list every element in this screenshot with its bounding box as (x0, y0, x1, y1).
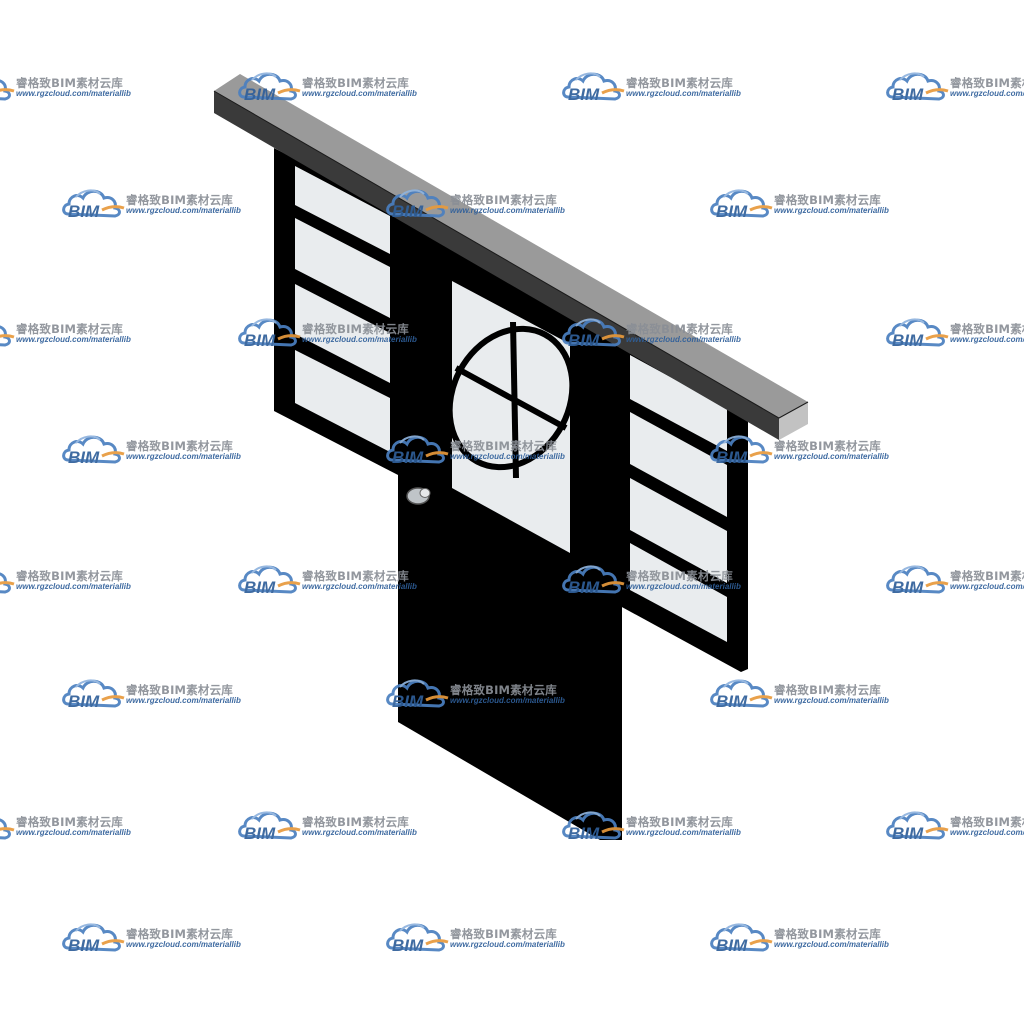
header-beam-front (214, 91, 779, 440)
header-beam-end (779, 402, 808, 440)
right-sidelight (620, 334, 748, 672)
door-glass-panel (452, 281, 570, 553)
right-sidelight-pane-4 (630, 543, 727, 642)
right-sidelight-pane-2 (630, 412, 727, 517)
right-sidelight-pane-1 (630, 355, 727, 451)
left-sidelight-pane-4 (295, 350, 390, 452)
left-sidelight-pane-1 (295, 166, 390, 254)
door-mullion-horizontal (454, 365, 568, 431)
door-handle (406, 487, 431, 505)
left-sidelight-pane-3 (295, 284, 390, 383)
right-sidelight-pane-3 (630, 478, 727, 583)
left-sidelight-pane-2 (295, 218, 390, 318)
door-leaf (398, 208, 622, 840)
left-sidelight (274, 148, 400, 476)
header-beam-top (214, 74, 808, 418)
